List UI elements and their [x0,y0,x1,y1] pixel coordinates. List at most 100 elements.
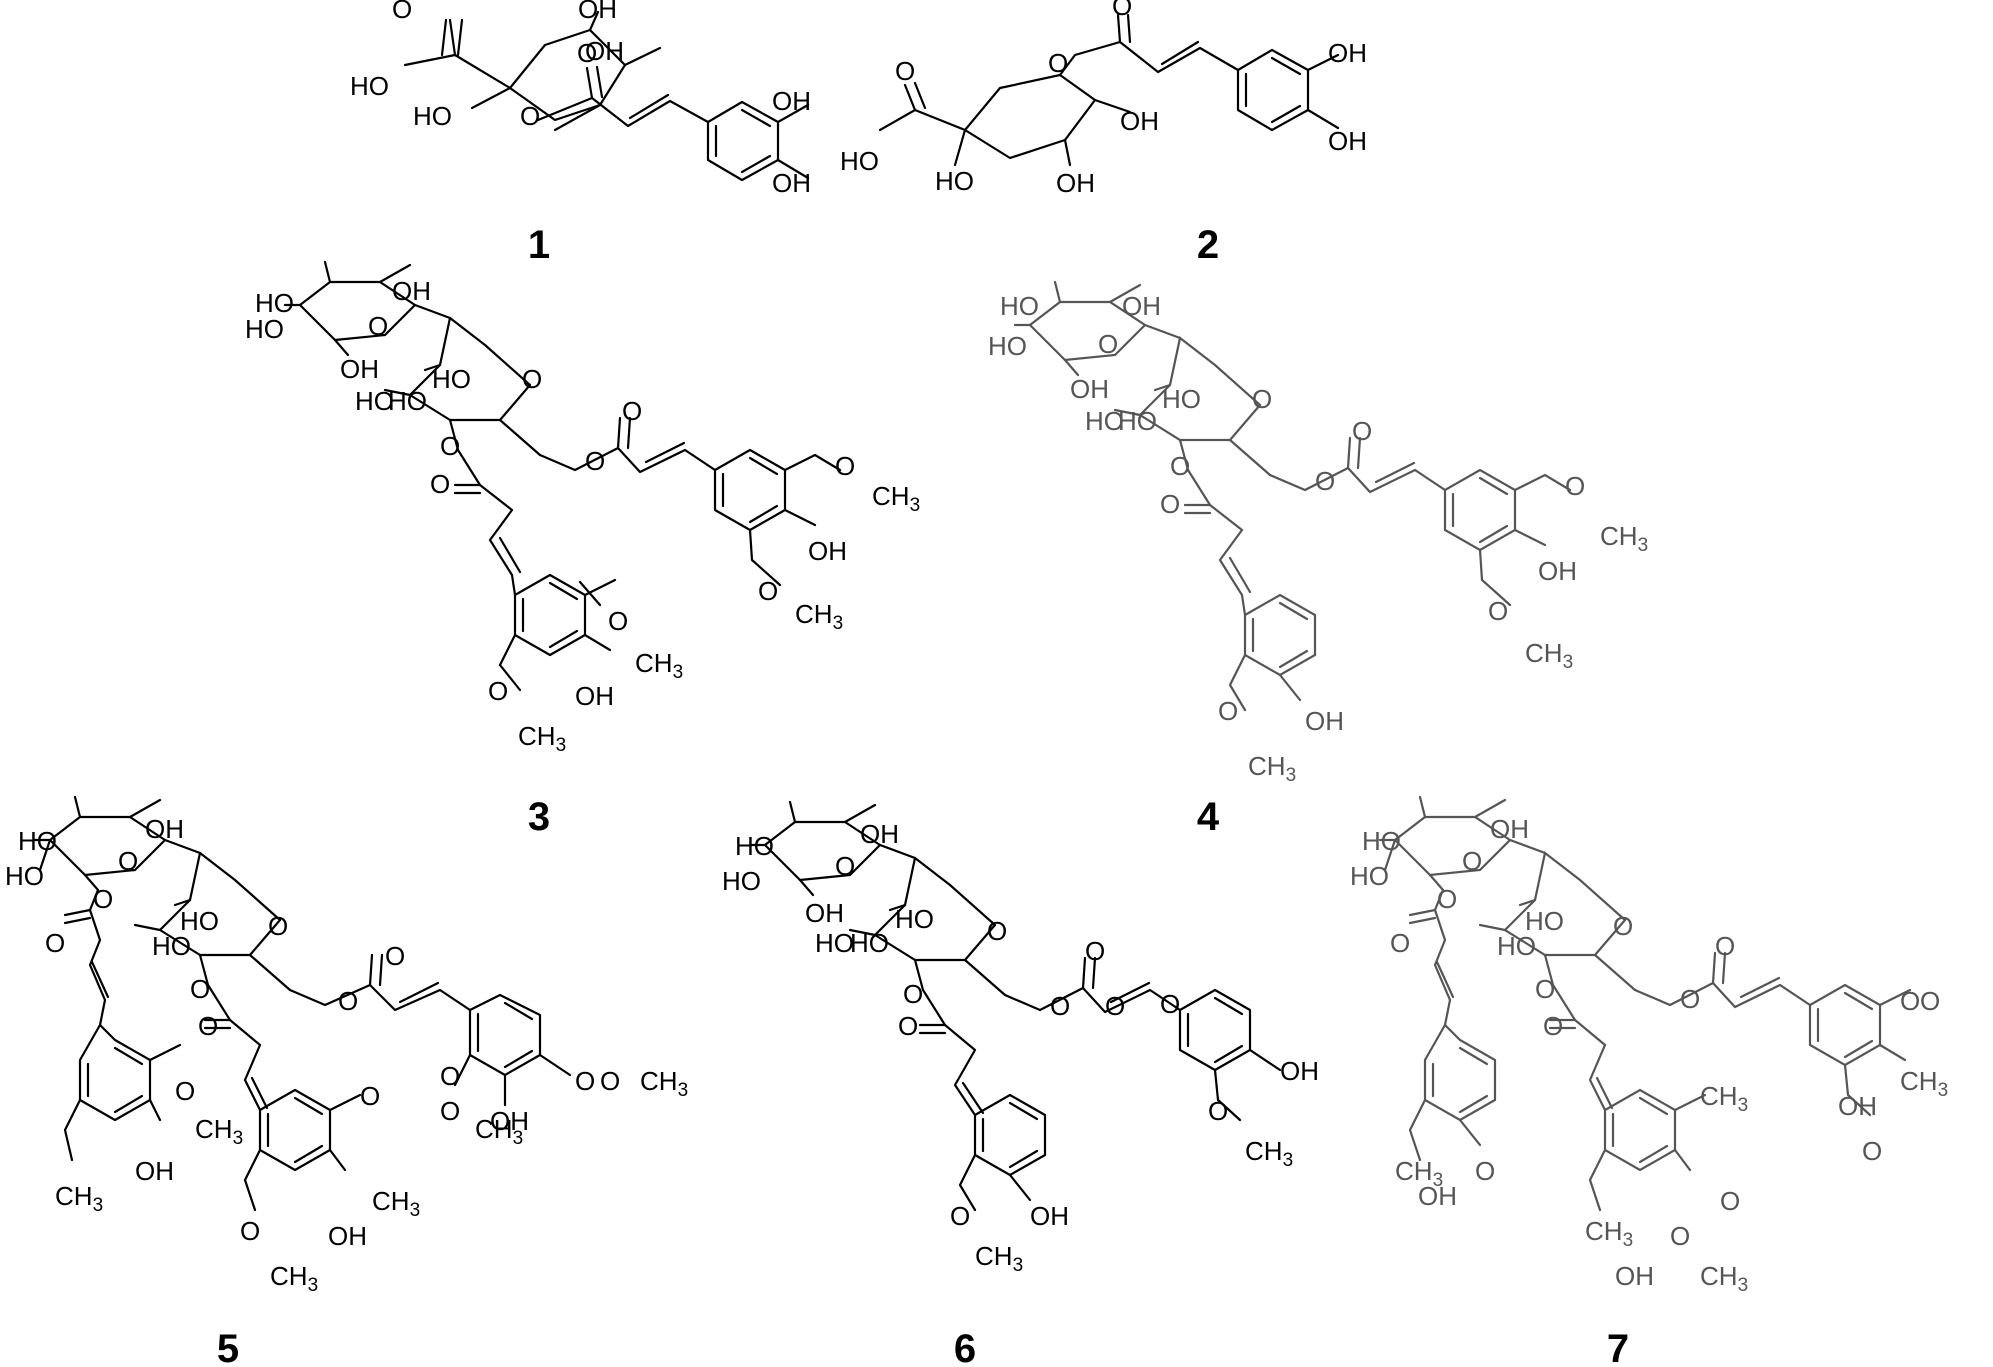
atom-label: O [950,1201,970,1231]
atom-label: O [895,56,915,86]
atom-label: CH3 [55,1181,103,1216]
atom-label: HO [722,866,761,896]
atom-label: O [338,986,358,1016]
atom-label: O [1085,936,1105,966]
atom-label: OH [145,814,184,844]
atom-label: O [903,979,923,1009]
atom-label: O [1720,1186,1740,1216]
atom-label: O [1098,329,1118,359]
atom-label: CH3 [1245,1136,1293,1171]
atom-label: O [1315,466,1335,496]
atom-label: O [368,311,388,341]
atom-label: HO [350,71,389,101]
atom-label: O [835,451,855,481]
atom-label: O [440,1061,460,1091]
compound-number-4: 4 [1197,795,1220,839]
compound-7-atoms: HO OH HO O O HO O HO O O O O O O O CH3 O… [1350,814,1948,1296]
compound-number-2: 2 [1197,223,1219,267]
atom-label: OH [1418,1181,1457,1211]
atom-label: O [488,676,508,706]
atom-label: HO [413,101,452,131]
compound-number-3: 3 [528,795,550,839]
atom-label: HO [1118,406,1157,436]
atom-label: O [268,911,288,941]
atom-label: HO [1000,291,1039,321]
atom-label: CH3 [640,1066,688,1101]
atom-label: O [1352,416,1372,446]
atom-label: HO [988,331,1027,361]
atom-label: O [520,101,540,131]
atom-label: CH3 [372,1186,420,1221]
atom-label: O [175,1076,195,1106]
compound-number-5: 5 [217,1327,239,1367]
compound-3-atoms: HO OH HO O HO OH HO O HO O O O O O CH3 O… [245,276,920,756]
atom-label: HO [935,166,974,196]
atom-label: OH [1838,1091,1877,1121]
atom-label: O [1105,991,1125,1021]
atom-label: O [1050,991,1070,1021]
atom-label: OH [1122,291,1161,321]
compound-3-structure [283,260,842,692]
atom-label: HO [388,386,427,416]
atom-label: O [240,1216,260,1246]
atom-label: OH [135,1156,174,1186]
atom-label: OH [490,1106,529,1136]
compound-5-atoms: HO OH HO O O HO O HO O O O O O O O CH3 O… [5,814,688,1296]
atom-label: O [898,1011,918,1041]
atom-label: O [430,469,450,499]
atom-label: O [1437,884,1457,914]
atom-label: HO [1362,826,1401,856]
atom-label: OH [1490,814,1529,844]
atom-label: O [118,846,138,876]
atom-label: O [835,851,855,881]
atom-label: OH [1030,1201,1069,1231]
atom-label: O [1475,1156,1495,1186]
atom-label: O [577,38,597,68]
atom-label: O [440,431,460,461]
atom-label: O [198,1011,218,1041]
atom-label: OH [808,536,847,566]
compound-2-atoms: O O OH OH O HO HO OH OH [840,0,1367,198]
atom-label: OH [1328,126,1367,156]
atom-label: CH3 [635,648,683,683]
atom-label: OH [1305,706,1344,736]
atom-label: O [600,1066,620,1096]
atom-label: O [1543,1011,1563,1041]
atom-label: O [93,884,113,914]
atom-label: HO [1497,931,1536,961]
atom-label: HO [840,146,879,176]
atom-label: CH3 [1600,521,1648,556]
atom-label: CH3 [1248,751,1296,786]
atom-label: O [385,941,405,971]
atom-label: HO [1162,384,1201,414]
atom-label: O [575,1066,595,1096]
atom-label: O [1920,986,1940,1016]
atom-label: CH3 [270,1261,318,1296]
compound-1-atoms: O OH OH HO HO O O OH OH [350,0,811,198]
atom-label: O [1462,846,1482,876]
atom-label: HO [18,826,57,856]
atom-label: O [1862,1136,1882,1166]
compound-5-structure [33,795,572,1212]
atom-label: HO [1525,906,1564,936]
atom-label: CH3 [1585,1216,1633,1251]
atom-label: O [1613,911,1633,941]
atom-label: OH [1120,106,1159,136]
atom-label: O [1048,48,1068,78]
atom-label: HO [1085,406,1124,436]
atom-label: O [987,916,1007,946]
atom-label: O [1488,596,1508,626]
atom-label: OH [1538,556,1577,586]
atom-label: CH3 [518,721,566,756]
atom-label: O [1160,489,1180,519]
atom-label: CH3 [1700,1261,1748,1296]
atom-label: O [1390,928,1410,958]
atom-label: OH [1328,38,1367,68]
atom-label: CH3 [1700,1081,1748,1116]
atom-label: HO [355,386,394,416]
atom-label: OH [328,1221,367,1251]
atom-label: HO [245,314,284,344]
atom-label: OH [772,86,811,116]
atom-label: HO [895,904,934,934]
atom-label: O [1715,931,1735,961]
